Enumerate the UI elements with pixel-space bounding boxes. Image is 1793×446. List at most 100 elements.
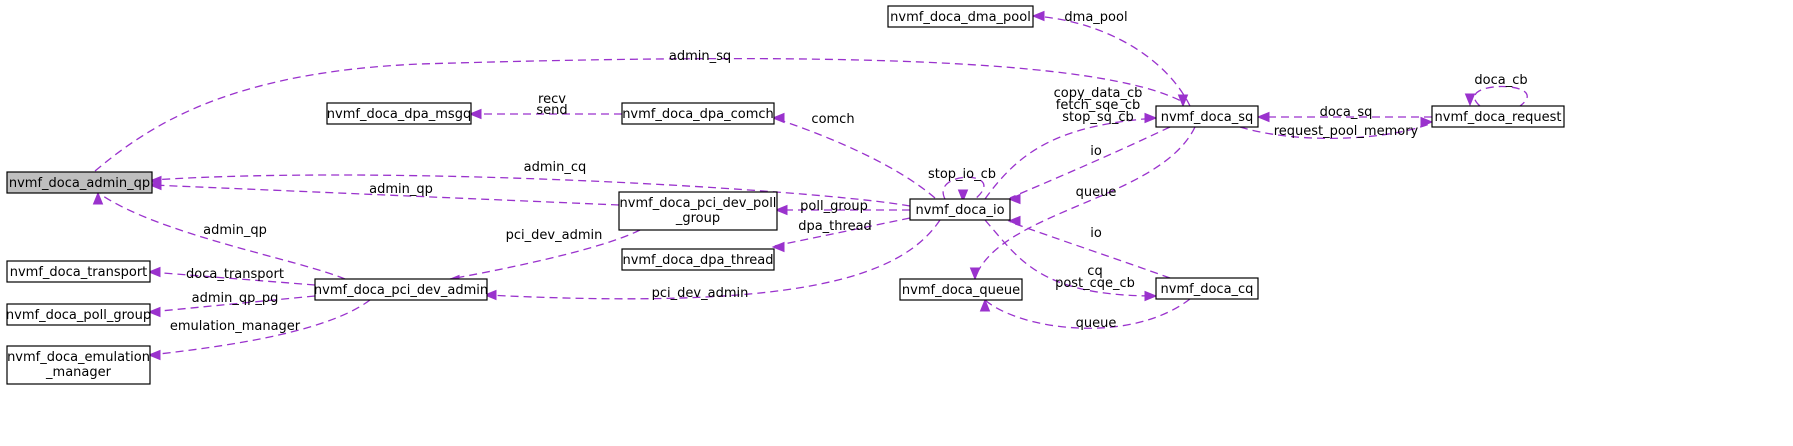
edge-request-to-request: [1464, 85, 1528, 107]
edge-io-to-cq: [984, 219, 1158, 302]
edge-line: [984, 219, 1157, 297]
edge-label-dma-pool: dma_pool: [1064, 10, 1127, 25]
node-io[interactable]: nvmf_doca_io: [909, 198, 1011, 221]
edge-line: [773, 117, 936, 199]
node-box[interactable]: [6, 171, 153, 194]
edge-cq-to-queue: [979, 298, 1191, 329]
edge-label-fetch-sqe-cb: fetch_sqe_cb: [1056, 98, 1140, 113]
arrowhead-icon: [147, 349, 161, 361]
edge-label-doca-transport: doca_transport: [186, 267, 284, 282]
edge-pci_dev_admin-to-emulation_manager: [147, 299, 371, 361]
edge-request-to-sq: [1256, 111, 1432, 123]
edge-pci_dev_poll_group-to-admin_qp: [148, 179, 620, 206]
edge-label-post-cqe-cb: post_cqe_cb: [1055, 276, 1135, 291]
edge-line: [773, 217, 911, 247]
node-transport[interactable]: nvmf_doca_transport: [6, 260, 151, 283]
node-queue[interactable]: nvmf_doca_queue: [899, 278, 1023, 301]
node-label: nvmf_doca_dpa_comch: [622, 107, 774, 122]
node-box[interactable]: [621, 102, 775, 125]
arrowhead-icon: [771, 112, 785, 124]
edge-io-to-io: [942, 176, 985, 203]
node-box[interactable]: [909, 198, 1011, 221]
node-box[interactable]: [326, 102, 472, 125]
arrowhead-icon: [1177, 94, 1189, 108]
edge-sq-to-dma_pool: [1031, 10, 1191, 107]
node-box[interactable]: [6, 345, 151, 385]
node-label: nvmf_doca_dpa_msgq: [327, 107, 471, 122]
edge-label-stop-io-cb: stop_io_cb: [928, 167, 996, 182]
edge-line: [984, 117, 1157, 200]
edge-label-stop-sq-cb: stop_sq_cb: [1062, 110, 1134, 125]
node-label: nvmf_doca_request: [1435, 110, 1562, 125]
node-cq[interactable]: nvmf_doca_cq: [1155, 277, 1259, 300]
arrowhead-icon: [483, 289, 497, 301]
edge-label-send: send: [536, 103, 567, 118]
node-label: nvmf_doca_sq: [1161, 110, 1254, 125]
arrowhead-icon: [771, 241, 785, 253]
arrowhead-icon: [468, 108, 482, 120]
edge-sq-to-request: [1239, 116, 1434, 139]
node-emulation-manager[interactable]: nvmf_doca_emulation_manager: [6, 345, 151, 385]
node-sq[interactable]: nvmf_doca_sq: [1155, 105, 1259, 128]
arrowhead-icon: [1007, 193, 1021, 205]
node-dpa-comch[interactable]: nvmf_doca_dpa_comch: [621, 102, 775, 125]
edge-label-dpa-thread: dpa_thread: [798, 219, 872, 234]
arrowhead-icon: [774, 204, 788, 216]
node-label: nvmf_doca_pci_dev_admin: [314, 283, 488, 298]
node-box[interactable]: [6, 260, 151, 283]
edge-line: [486, 219, 941, 300]
edge-pci_dev_admin-to-admin_qp: [92, 191, 346, 280]
node-poll-group[interactable]: nvmf_doca_poll_group: [6, 303, 151, 326]
edge-label-queue: queue: [1076, 185, 1117, 200]
node-request[interactable]: nvmf_doca_request: [1431, 105, 1565, 128]
arrowhead-icon: [1031, 10, 1045, 22]
node-box[interactable]: [621, 248, 775, 271]
node-dpa-msgq[interactable]: nvmf_doca_dpa_msgq: [326, 102, 472, 125]
arrowhead-icon: [147, 266, 161, 278]
edge-line: [449, 229, 641, 280]
edge-label-comch: comch: [811, 112, 854, 127]
edge-label-admin-cq: admin_cq: [524, 160, 587, 175]
node-box[interactable]: [1431, 105, 1565, 128]
node-pci-dev-admin[interactable]: nvmf_doca_pci_dev_admin: [314, 278, 488, 301]
node-label: _group: [675, 211, 720, 226]
edge-io-to-pci_dev_admin: [483, 219, 941, 301]
arrowhead-icon: [1007, 215, 1021, 227]
node-label: nvmf_doca_io: [915, 203, 1004, 218]
arrowhead-icon: [92, 191, 104, 205]
arrowhead-icon: [1144, 112, 1158, 124]
edge-pci_dev_admin-to-transport: [147, 266, 316, 286]
node-box[interactable]: [314, 278, 488, 301]
edge-line: [151, 174, 911, 207]
node-box[interactable]: [1155, 105, 1259, 128]
node-box[interactable]: [618, 191, 778, 231]
node-dma-pool[interactable]: nvmf_doca_dma_pool: [887, 5, 1034, 28]
edge-label-admin-qp: admin_qp: [203, 223, 267, 238]
edge-line: [149, 271, 316, 286]
edge-label-queue: queue: [1076, 316, 1117, 331]
edge-io-to-sq: [984, 112, 1158, 200]
node-dpa-thread[interactable]: nvmf_doca_dpa_thread: [621, 248, 775, 271]
node-label: nvmf_doca_dpa_thread: [622, 253, 773, 268]
node-admin-qp[interactable]: nvmf_doca_admin_qp: [6, 171, 153, 194]
node-pci-dev-poll-group[interactable]: nvmf_doca_pci_dev_poll_group: [618, 191, 778, 231]
node-label: nvmf_doca_transport: [10, 265, 148, 280]
edge-label-admin-sq: admin_sq: [669, 49, 731, 64]
arrowhead-icon: [957, 189, 969, 203]
edge-label-cq: cq: [1087, 264, 1102, 279]
node-box[interactable]: [899, 278, 1023, 301]
node-label: nvmf_doca_pci_dev_poll: [620, 196, 777, 211]
edge-pci_dev_admin-to-poll_group: [147, 295, 316, 318]
edge-label-copy-data-cb: copy_data_cb: [1054, 86, 1143, 101]
edge-label-pci-dev-admin: pci_dev_admin: [652, 286, 749, 301]
edge-line: [984, 298, 1191, 329]
node-label: _manager: [45, 365, 112, 380]
edge-line: [99, 193, 346, 280]
node-box[interactable]: [1155, 277, 1259, 300]
edge-sq-to-queue: [969, 126, 1196, 281]
node-label: nvmf_doca_cq: [1161, 282, 1254, 297]
node-box[interactable]: [6, 303, 151, 326]
edge-label-emulation-manager: emulation_manager: [170, 319, 301, 334]
node-box[interactable]: [887, 5, 1034, 28]
